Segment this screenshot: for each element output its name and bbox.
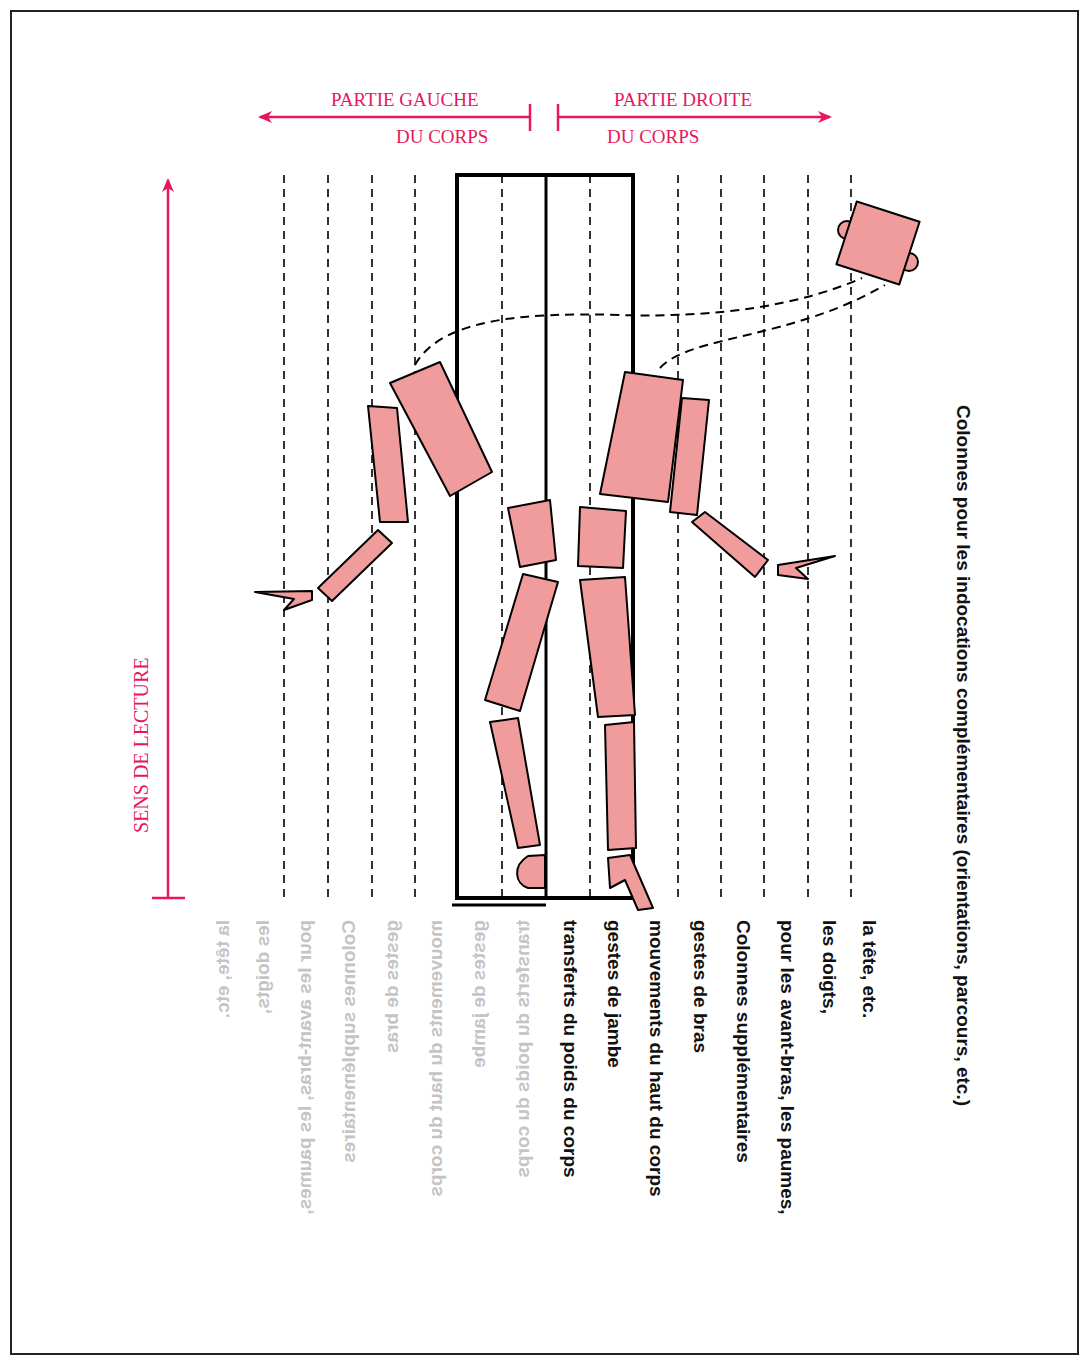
mirrored-column-label: la tête, etc. [212,920,234,1018]
column-label: gestes de bras [689,920,711,1053]
mirrored-column-label: mouvements du haut du corps [425,920,447,1197]
reading-label: SENS DE LECTURE [130,657,153,833]
column-label: transferts du poids du corps [559,920,581,1178]
column-label: les doigts, [818,920,840,1014]
column-label: Colonnes pour les indocations complément… [952,405,974,1106]
column-label: Colonnes supplémentaires [732,920,754,1163]
mirrored-column-label: gestes de bras [381,920,403,1053]
column-label: la tête, etc. [858,920,880,1018]
column-label: pour les avant-bras, les paumes, [776,920,798,1215]
side-label: PARTIE DROITE [614,89,752,111]
mirrored-column-label: les doigts, [252,920,274,1014]
side-label: PARTIE GAUCHE [331,89,479,111]
mirrored-column-label: Colonnes supplémentaires [338,920,360,1163]
side-label: DU CORPS [396,126,488,148]
mirrored-column-label: transferts du poids du corps [512,920,534,1178]
side-label: DU CORPS [607,126,699,148]
column-label: gestes de jambe [603,920,625,1068]
mirrored-column-label: gestes de jambe [468,920,490,1068]
human-figure [255,201,920,910]
frame [11,11,1078,1354]
mirrored-column-label: pour les avant-bras, les paumes, [294,920,316,1215]
reading-arrow [152,180,185,898]
neck-curves [415,278,885,368]
column-label: mouvements du haut du corps [645,920,667,1197]
column-lines [284,175,851,898]
